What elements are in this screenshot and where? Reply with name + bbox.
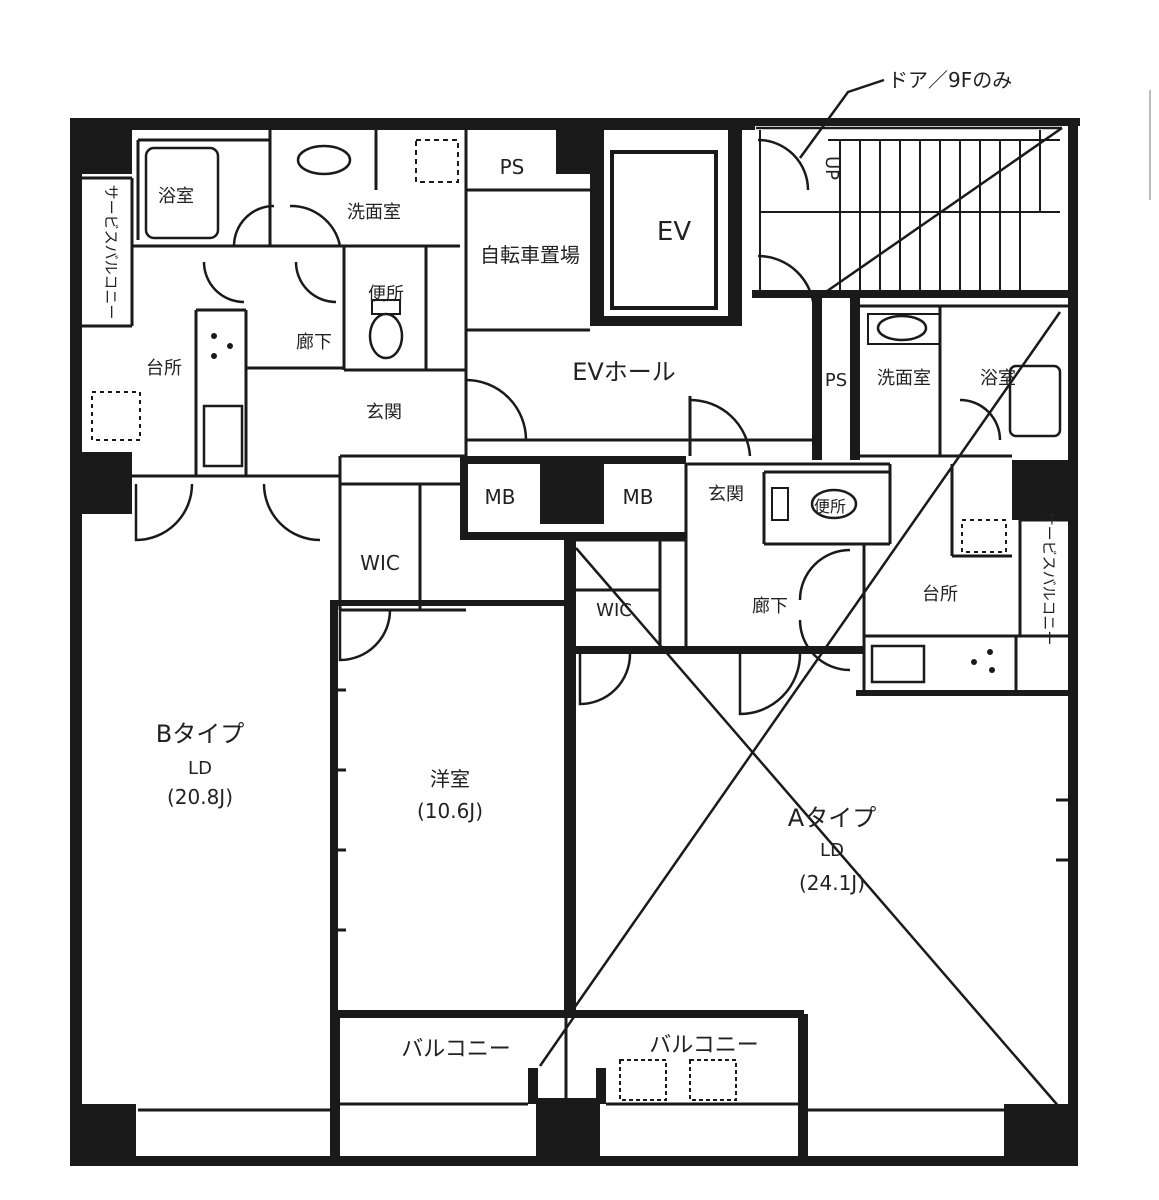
balcony-labels: バルコニー バルコニー [401, 1033, 759, 1062]
unit-a-name: Aタイプ [788, 804, 876, 832]
ps-right-label: PS [825, 370, 847, 391]
unit-a-room: LD [820, 840, 844, 861]
door-swings [134, 138, 1002, 716]
bicycle-label: 自転車置場 [480, 243, 580, 267]
western-room-label: 洋室 (10.6J) [417, 767, 483, 823]
washroom-b-label: 洗面室 [347, 202, 401, 223]
service-balcony-right-label: サービスバルコニー [1040, 511, 1058, 646]
outer-walls [70, 118, 1080, 1166]
ev-hall-label: EVホール [572, 358, 676, 386]
toilet-a-label: 便所 [814, 497, 846, 516]
service-balcony-left-label: サービスバルコニー [102, 185, 120, 320]
interior-walls [330, 130, 1078, 1160]
mb-right-label: MB [623, 485, 654, 509]
fixtures [91, 139, 1062, 1101]
balcony-right-label: バルコニー [649, 1033, 759, 1058]
door-note-label: ドア／9Fのみ [888, 68, 1012, 92]
ev-label: EV [657, 217, 691, 247]
toilet-b-label: 便所 [368, 284, 404, 305]
unit-a-label: Aタイプ LD (24.1J) [788, 804, 876, 895]
bath-a-label: 浴室 [980, 368, 1016, 389]
ps-top-label: PS [500, 155, 525, 179]
balcony-left-label: バルコニー [401, 1037, 511, 1062]
mb-left-label: MB [485, 485, 516, 509]
washroom-a-label: 洗面室 [877, 368, 931, 389]
partition-lines [70, 130, 1068, 1112]
entrance-b-label: 玄関 [366, 402, 402, 423]
western-room-name: 洋室 [430, 767, 470, 791]
wic-b-label: WIC [360, 551, 400, 575]
stair-up-label: UP [821, 156, 842, 180]
unit-b-name: Bタイプ [156, 720, 244, 748]
entrance-a-label: 玄関 [708, 484, 744, 505]
door-note-annotation: ドア／9Fのみ [798, 68, 1012, 159]
wic-a-label: WIC [596, 600, 632, 621]
unit-a-diagonals [538, 126, 1063, 1109]
kitchen-a-label: 台所 [922, 584, 958, 605]
kitchen-b-label: 台所 [146, 358, 182, 379]
unit-b-size: (20.8J) [167, 785, 233, 809]
room-labels: 浴室 洗面室 PS 自転車置場 EV 便所 廊下 台所 玄関 EVホール PS … [146, 155, 1016, 621]
staircase [759, 130, 1060, 290]
bath-b-label: 浴室 [158, 186, 194, 207]
corridor-b-label: 廊下 [296, 332, 332, 353]
unit-a-size: (24.1J) [799, 871, 865, 895]
western-room-size: (10.6J) [417, 799, 483, 823]
unit-b-label: Bタイプ LD (20.8J) [156, 720, 244, 809]
corridor-a-label: 廊下 [752, 596, 788, 617]
service-balcony-labels: サービスバルコニー サービスバルコニー [102, 185, 1058, 646]
unit-b-room: LD [188, 758, 212, 779]
